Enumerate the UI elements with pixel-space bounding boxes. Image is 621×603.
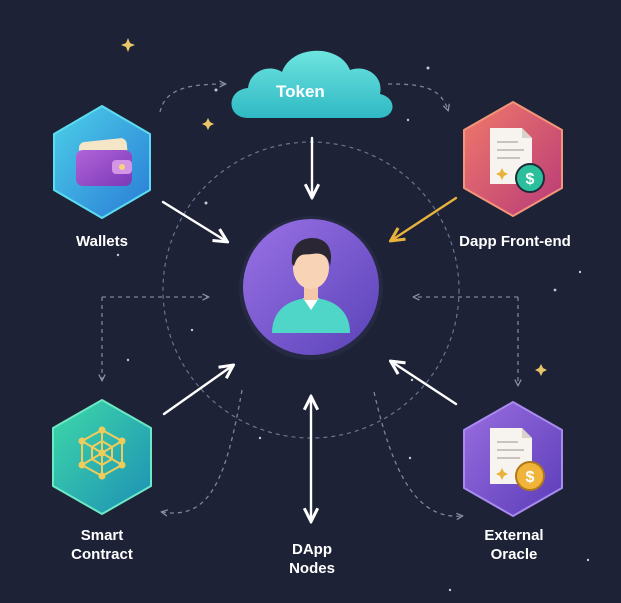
wallet-icon [76, 138, 132, 186]
dashed-connectors [102, 84, 518, 516]
arrow-wallets-to-center [161, 200, 226, 241]
document-coin-icon: $ [490, 428, 545, 491]
smart-contract-node [52, 399, 152, 515]
external-oracle-label: External Oracle [484, 527, 544, 563]
token-label: Token [276, 82, 325, 101]
dashed-bottom-right [373, 391, 462, 516]
solid-arrows [161, 136, 458, 520]
smart-contract-label: Smart Contract [71, 527, 133, 563]
dapp-frontend-node: $ [463, 101, 563, 217]
dashed-wallet-token [159, 84, 225, 113]
wallets-node [53, 105, 151, 219]
dashed-bottom-left [162, 389, 243, 513]
dashed-token-front [387, 83, 448, 110]
arrow-oracle-to-center [392, 362, 458, 406]
document-dollar-icon: $ [490, 128, 545, 193]
dapp-frontend-label: Dapp Front-end [459, 233, 571, 250]
dapp-nodes-label: DApp Nodes [289, 541, 335, 577]
wallets-label: Wallets [76, 233, 128, 250]
external-oracle-node: $ [463, 401, 563, 517]
svg-text:$: $ [526, 171, 535, 188]
arrow-frontend-to-center [392, 196, 458, 240]
network-icon [78, 426, 126, 480]
background-dots [116, 66, 590, 592]
center-user-node [239, 216, 383, 360]
cloud-icon [231, 50, 393, 118]
arrow-smart-to-center [162, 366, 232, 416]
token-node [231, 50, 393, 118]
background-stars [121, 38, 547, 376]
user-avatar-icon [272, 238, 350, 333]
svg-text:$: $ [526, 469, 535, 486]
